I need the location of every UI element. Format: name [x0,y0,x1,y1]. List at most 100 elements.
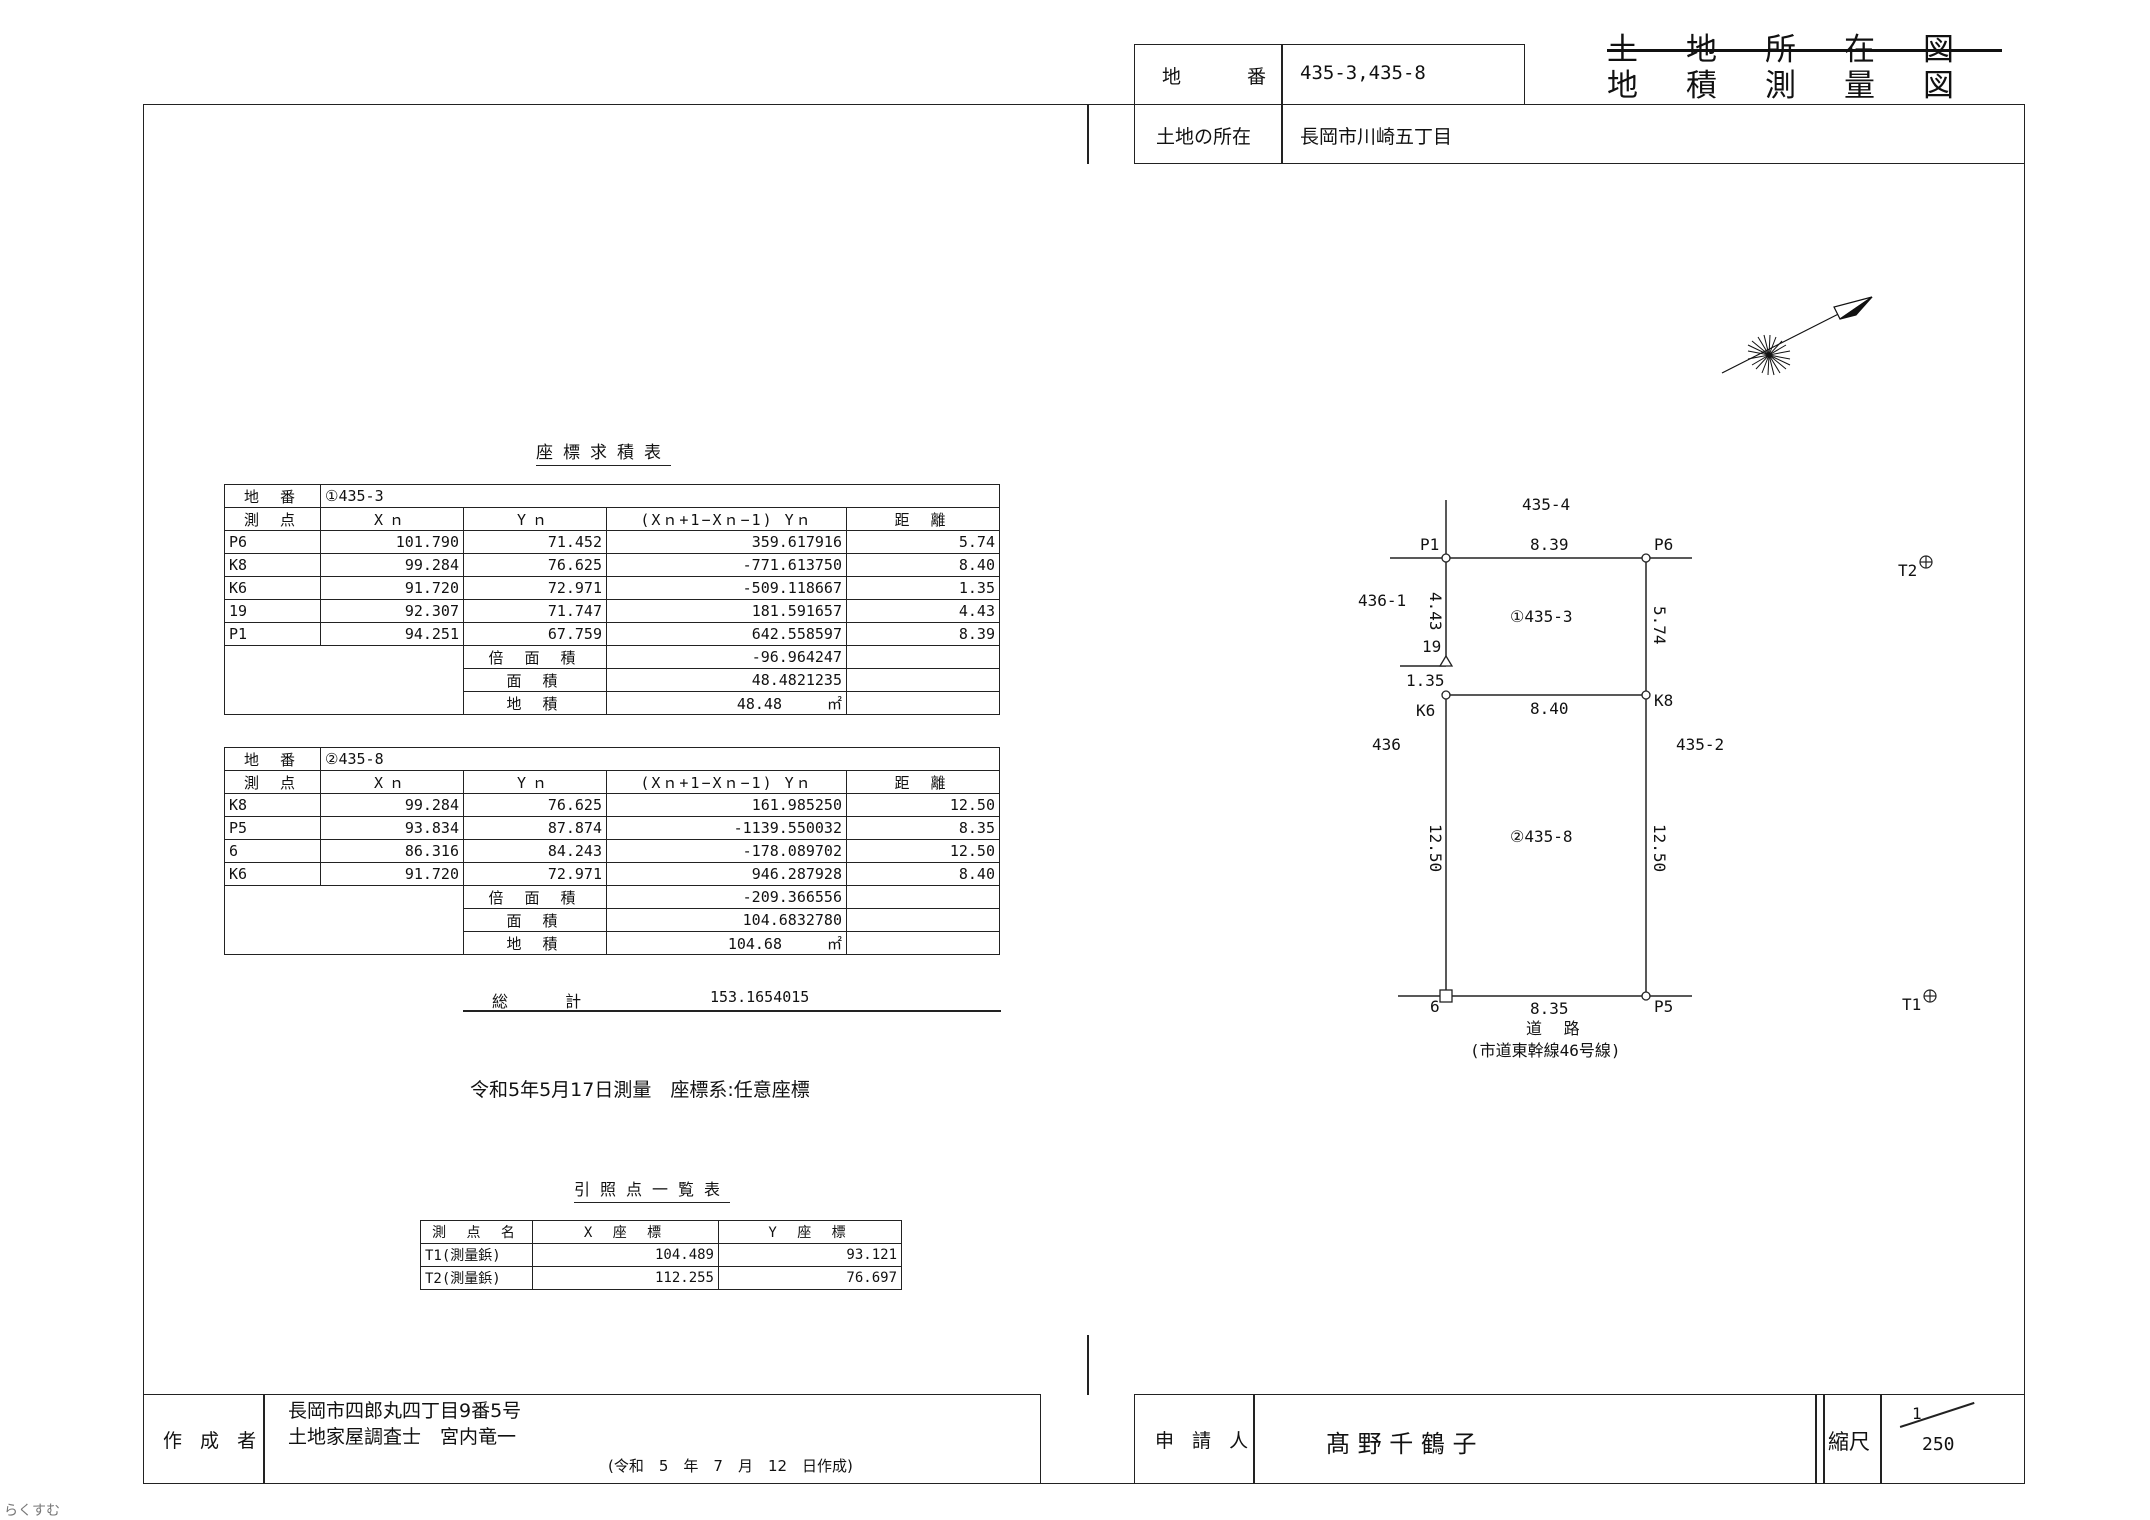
scale-numerator: 1 [1912,1404,1922,1423]
parcel-map: P1 P6 19 K6 K8 6 P5 8.39 8.40 8.35 1.35 … [1358,495,1937,1060]
cell: 67.759 [463,622,607,646]
unit: ㎡ [826,934,842,953]
cell: 71.452 [463,530,607,554]
double-area-value: -96.964247 [606,645,847,669]
cell: 86.316 [320,839,464,863]
header-xn: Xｎ [320,507,464,531]
north-arrow-icon [1721,296,1873,376]
cell: 76.625 [463,553,607,577]
header-yn: Yｎ [463,770,607,794]
blank-cell [224,885,464,955]
point-6-label: 6 [1430,997,1440,1016]
blank-cell [846,931,1000,955]
dim-right-lower: 12.50 [1650,824,1669,872]
maker-address: 長岡市四郎丸四丁目9番5号 [288,1400,522,1422]
header-y: Y 座 標 [718,1220,902,1244]
dim-left-upper: 4.43 [1426,592,1445,631]
cell: T1(測量鋲) [420,1243,533,1267]
cell: P6 [224,530,321,554]
neighbor-west-upper: 436-1 [1358,591,1406,610]
cell: 93.121 [718,1243,902,1267]
cell: 4.43 [846,599,1000,623]
ref-T2-marker [1919,555,1933,569]
parcel1-label: ①435-3 [1510,607,1573,626]
cell: 84.243 [463,839,607,863]
blank-cell [846,645,1000,669]
area-label: 面 積 [463,908,607,932]
header-point-name: 測 点 名 [420,1220,533,1244]
cell: 99.284 [320,553,464,577]
cell: 72.971 [463,576,607,600]
survey-note: 令和5年5月17日測量 座標系:任意座標 [470,1079,810,1101]
road-label: 道 路 [1526,1019,1586,1038]
table-row: T2(測量鋲) 112.255 76.697 [420,1266,902,1290]
cell: 94.251 [320,622,464,646]
watermark-text: らくすむ [4,1503,60,1519]
cell: -178.089702 [606,839,847,863]
cell: 91.720 [320,862,464,886]
double-area-value: -209.366556 [606,885,847,909]
land-area-value: 104.68 [727,934,782,953]
total-label: 総 計 [492,992,608,1011]
double-area-label: 倍 面 積 [463,645,607,669]
cell: 181.591657 [606,599,847,623]
cell: 12.50 [846,839,1000,863]
cell: 92.307 [320,599,464,623]
header-formula: (Xｎ+1−Xｎ−1) Yｎ [606,507,847,531]
title-line1: 土地所在図 [1607,32,2002,68]
cell: 91.720 [320,576,464,600]
area-value: 48.4821235 [606,668,847,692]
cell: K8 [224,553,321,577]
header-formula: (Xｎ+1−Xｎ−1) Yｎ [606,770,847,794]
header-point: 測 点 [224,507,321,531]
cell: 76.697 [718,1266,902,1290]
cell: 5.74 [846,530,1000,554]
lot-number-label: 地 番 [1162,66,1297,88]
cell: -1139.550032 [606,816,847,840]
cell: K6 [224,576,321,600]
ref-T1-label: T1 [1902,995,1921,1014]
cell: 161.985250 [606,793,847,817]
area-value: 104.6832780 [606,908,847,932]
applicant-label: 申 請 人 [1155,1430,1255,1452]
dim-bottom: 8.35 [1530,999,1569,1018]
cell: P5 [224,816,321,840]
blank-cell [846,691,1000,715]
cell: 12.50 [846,793,1000,817]
scale-denominator: 250 [1922,1434,1955,1455]
road-note: (市道東幹線46号線) [1470,1041,1621,1060]
neighbor-west-lower: 436 [1372,735,1401,754]
cell: 76.625 [463,793,607,817]
neighbor-east: 435-2 [1676,735,1724,754]
dim-right-upper: 5.74 [1650,606,1669,645]
cell: K8 [224,793,321,817]
cell: 359.617916 [606,530,847,554]
cell: 946.287928 [606,862,847,886]
cell: 8.35 [846,816,1000,840]
drawing-frame [143,104,2025,1484]
header-x: X 座 標 [532,1220,719,1244]
dim-small-left: 1.35 [1406,671,1445,690]
header-info-box [1134,44,1525,104]
blank-cell [224,645,464,715]
lot-value: ②435-8 [320,747,1000,771]
applicant-box [1134,1394,2025,1484]
header-yn: Yｎ [463,507,607,531]
applicant-name: 髙 野 千 鶴 子 [1326,1430,1477,1458]
location-value: 長岡市川崎五丁目 [1300,126,1453,148]
ref-T1-marker [1923,989,1937,1003]
cell: 72.971 [463,862,607,886]
header-point: 測 点 [224,770,321,794]
ref-table-title: 引照点一覧表 [574,1176,731,1203]
location-row [1134,104,2025,164]
ref-points-table: 測 点 名 X 座 標 Y 座 標 T1(測量鋲) 104.489 93.121… [420,1220,902,1290]
double-area-label: 倍 面 積 [463,885,607,909]
point-K8-label: K8 [1654,691,1673,710]
